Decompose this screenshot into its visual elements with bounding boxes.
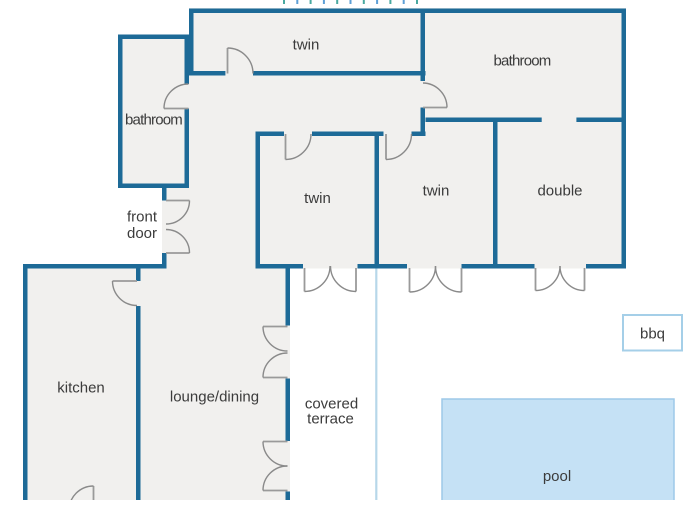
svg-text:kitchen: kitchen: [57, 380, 105, 397]
svg-text:double: double: [537, 183, 582, 200]
svg-text:twin: twin: [293, 37, 320, 54]
svg-text:lounge/dining: lounge/dining: [170, 389, 259, 406]
svg-text:twin: twin: [423, 183, 450, 200]
svg-text:bathroom: bathroom: [125, 112, 182, 129]
svg-text:twin: twin: [304, 190, 331, 207]
svg-text:terrace: terrace: [307, 410, 354, 427]
svg-text:front: front: [127, 209, 158, 226]
svg-text:bathroom: bathroom: [494, 53, 551, 70]
svg-text:door: door: [127, 225, 157, 242]
svg-text:bbq: bbq: [640, 326, 665, 343]
svg-text:pool: pool: [543, 468, 571, 485]
svg-text:covered: covered: [305, 396, 358, 413]
